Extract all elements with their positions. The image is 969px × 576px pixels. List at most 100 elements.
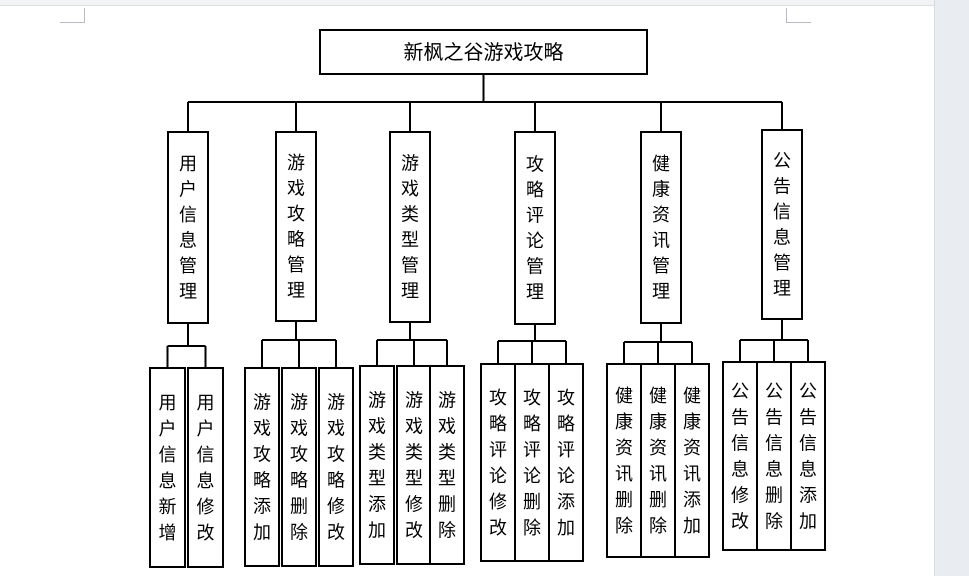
- module-box: [167, 131, 209, 324]
- page-top-strip: [0, 0, 934, 6]
- module-node: 游戏类型管理: [389, 131, 431, 323]
- function-label-char: 删: [438, 494, 456, 515]
- scrollbar-gutter[interactable]: [934, 0, 969, 576]
- function-label: 公告信息添加: [799, 381, 817, 532]
- function-label-char: 删: [523, 492, 541, 513]
- module-label: 公告信息管理: [773, 151, 791, 300]
- function-label-char: 游: [405, 390, 423, 411]
- function-node: 用户信息修改: [187, 367, 224, 568]
- function-label-char: 息: [731, 459, 749, 480]
- function-label-char: 型: [405, 468, 423, 489]
- module-box: [275, 131, 317, 322]
- function-label-char: 类: [438, 442, 456, 463]
- function-label-char: 攻: [489, 388, 507, 409]
- function-label-char: 修: [197, 497, 215, 518]
- function-label-char: 改: [731, 511, 749, 532]
- function-label: 健康资讯删除: [615, 386, 633, 537]
- module-label-char: 评: [526, 206, 544, 227]
- function-label-char: 略: [523, 414, 541, 435]
- module-label-char: 戏: [401, 179, 419, 200]
- function-label-char: 告: [765, 407, 783, 428]
- module-label-char: 攻: [526, 155, 544, 176]
- module-label-char: 管: [401, 256, 419, 277]
- module-label-char: 戏: [287, 179, 305, 200]
- function-label-char: 公: [799, 381, 817, 402]
- function-label: 用户信息新增: [159, 393, 177, 544]
- function-box: [790, 361, 826, 551]
- function-label-char: 告: [731, 407, 749, 428]
- module-label-char: 用: [179, 154, 197, 175]
- module-label-char: 理: [179, 282, 197, 303]
- org-chart-diagram: 新枫之谷游戏攻略 用户信息管理游戏攻略管理游戏类型管理攻略评论管理健康资讯管理公…: [149, 29, 826, 568]
- function-label: 健康资讯删除: [649, 386, 667, 537]
- function-nodes: 用户信息新增用户信息修改游戏攻略添加游戏攻略删除游戏攻略修改游戏类型添加游戏类型…: [149, 361, 826, 568]
- function-label: 游戏攻略添加: [253, 392, 271, 543]
- function-label-char: 修: [327, 496, 345, 517]
- function-label-char: 略: [327, 470, 345, 491]
- function-box: [722, 361, 758, 551]
- module-node: 攻略评论管理: [514, 131, 556, 325]
- function-label-char: 加: [799, 511, 817, 532]
- module-label-char: 健: [652, 154, 670, 175]
- function-box: [674, 363, 710, 558]
- function-label-char: 论: [489, 466, 507, 487]
- function-label-char: 删: [649, 490, 667, 511]
- function-label-char: 添: [557, 492, 575, 513]
- module-label-char: 略: [526, 180, 544, 201]
- function-box: [396, 365, 432, 565]
- function-label-char: 类: [368, 442, 386, 463]
- module-box: [514, 131, 556, 325]
- function-box: [429, 365, 465, 565]
- module-label-char: 资: [652, 205, 670, 226]
- function-label-char: 除: [523, 518, 541, 539]
- function-label-char: 用: [159, 393, 177, 414]
- module-label: 健康资讯管理: [652, 154, 670, 303]
- module-label-char: 管: [179, 256, 197, 277]
- function-label-char: 信: [765, 433, 783, 454]
- function-box: [244, 367, 280, 567]
- function-label-char: 戏: [290, 418, 308, 439]
- function-box: [514, 363, 550, 562]
- function-label-char: 息: [159, 471, 177, 492]
- function-label-char: 息: [197, 471, 215, 492]
- function-label-char: 增: [159, 523, 177, 544]
- function-node: 游戏攻略添加: [244, 367, 280, 567]
- module-label-char: 论: [526, 231, 544, 252]
- function-label-char: 改: [197, 523, 215, 544]
- function-label-char: 健: [615, 386, 633, 407]
- function-label-char: 讯: [615, 464, 633, 485]
- function-label-char: 康: [683, 412, 701, 433]
- function-node: 公告信息删除: [756, 361, 792, 551]
- function-node: 游戏类型修改: [396, 365, 432, 565]
- function-label-char: 戏: [405, 416, 423, 437]
- module-label-char: 公: [773, 151, 791, 172]
- function-box: [187, 367, 224, 568]
- function-label-char: 信: [159, 445, 177, 466]
- module-node: 公告信息管理: [761, 129, 803, 320]
- module-label-char: 理: [652, 282, 670, 303]
- function-label-char: 资: [683, 438, 701, 459]
- function-label-char: 加: [557, 518, 575, 539]
- function-label-char: 添: [683, 490, 701, 511]
- function-node: 游戏攻略删除: [281, 367, 317, 567]
- module-label-char: 游: [401, 154, 419, 175]
- function-label-char: 公: [731, 381, 749, 402]
- function-label-char: 新: [159, 497, 177, 518]
- module-node: 用户信息管理: [167, 131, 209, 324]
- module-label-char: 管: [652, 256, 670, 277]
- connector-lines: [166, 74, 809, 368]
- function-node: 公告信息添加: [790, 361, 826, 551]
- module-label-char: 型: [401, 230, 419, 251]
- function-label-char: 修: [731, 485, 749, 506]
- module-label-char: 理: [526, 282, 544, 303]
- function-label: 游戏类型修改: [405, 390, 423, 541]
- function-label: 健康资讯添加: [683, 386, 701, 537]
- module-label-char: 理: [401, 281, 419, 302]
- function-node: 游戏类型删除: [429, 365, 465, 565]
- function-label-char: 讯: [683, 464, 701, 485]
- margin-corner-mark: [786, 8, 811, 23]
- function-box: [281, 367, 317, 567]
- function-label-char: 健: [683, 386, 701, 407]
- module-label-char: 理: [287, 281, 305, 302]
- function-label-char: 评: [557, 440, 575, 461]
